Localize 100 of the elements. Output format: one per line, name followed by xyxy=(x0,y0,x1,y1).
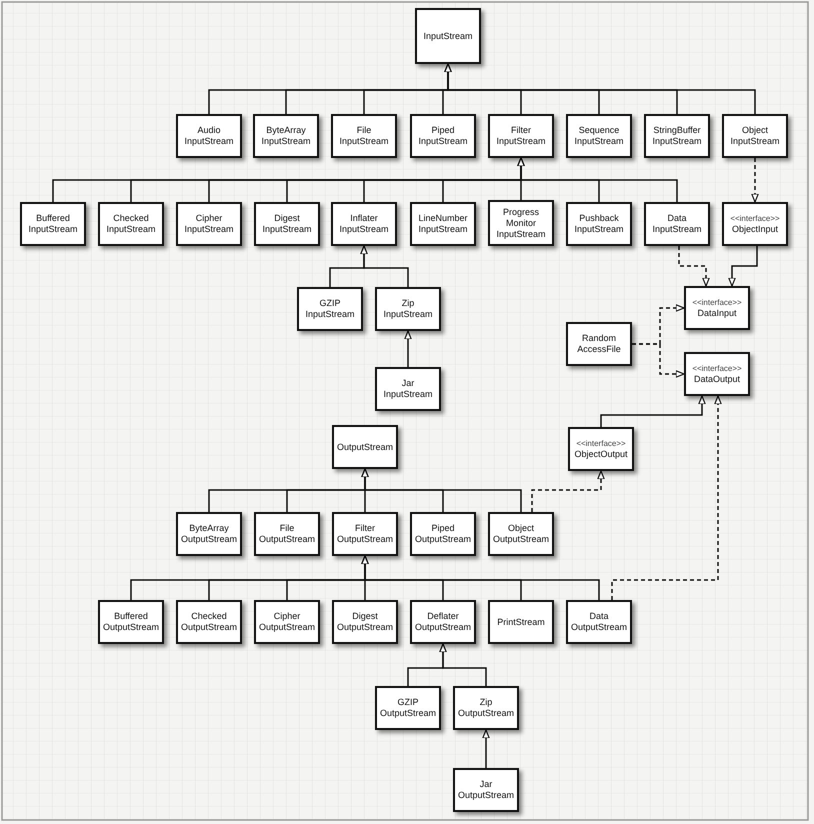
arrow xyxy=(360,245,409,287)
interface-box xyxy=(722,202,788,246)
class-box xyxy=(566,202,632,246)
class-box xyxy=(566,600,632,644)
class-name: File OutputStream xyxy=(258,523,316,545)
class-box xyxy=(98,202,164,246)
class-box xyxy=(410,114,476,158)
class-box xyxy=(375,686,441,730)
stereotype-label: <<interface>> xyxy=(730,214,780,224)
class-name: Object OutputStream xyxy=(492,523,550,545)
class-name: Jar InputStream xyxy=(382,378,434,400)
class-name: StringBuffer InputStream xyxy=(651,125,703,147)
class-box xyxy=(488,114,554,158)
class-name: InputStream xyxy=(423,30,473,42)
interface-box xyxy=(684,352,750,396)
arrow xyxy=(482,729,490,768)
class-name: Digest InputStream xyxy=(261,213,313,235)
arrow xyxy=(517,157,678,202)
class-box xyxy=(254,600,320,644)
arrow xyxy=(361,555,600,600)
class-name: File InputStream xyxy=(338,125,390,147)
class-name: Cipher InputStream xyxy=(183,213,235,235)
class-name: GZIP InputStream xyxy=(304,298,356,320)
class-box xyxy=(453,768,519,812)
dashed-arrow xyxy=(751,158,759,203)
class-box xyxy=(254,202,320,246)
class-box xyxy=(331,114,397,158)
class-name: Piped OutputStream xyxy=(414,523,472,545)
interface-box xyxy=(568,427,634,471)
class-box xyxy=(566,114,632,158)
interface-box xyxy=(684,286,750,330)
class-name: LineNumber InputStream xyxy=(417,213,469,235)
class-box xyxy=(410,600,476,644)
arrow xyxy=(600,395,706,427)
class-box xyxy=(176,202,242,246)
class-name: ObjectOutput xyxy=(574,448,628,460)
arrow xyxy=(439,643,487,686)
class-name: Zip OutputStream xyxy=(457,697,515,719)
class-name: DataOutput xyxy=(694,374,740,384)
class-name: Cipher OutputStream xyxy=(258,611,316,633)
class-box xyxy=(644,114,710,158)
class-name: Filter InputStream xyxy=(495,125,547,147)
class-box xyxy=(488,600,554,644)
class-box xyxy=(253,114,319,158)
dashed-arrow xyxy=(611,395,722,600)
dashed-arrow xyxy=(632,343,685,378)
class-box xyxy=(566,322,632,366)
class-box xyxy=(375,287,441,331)
class-name: GZIP OutputStream xyxy=(379,697,437,719)
class-name: Progress Monitor InputStream xyxy=(495,206,547,240)
class-name: Checked OutputStream xyxy=(180,611,238,633)
class-box xyxy=(453,686,519,730)
arrow xyxy=(728,246,758,287)
class-name: Pushback InputStream xyxy=(573,213,625,235)
arrow xyxy=(404,330,412,367)
stereotype-label: <<interface>> xyxy=(692,364,742,374)
class-name: ByteArray OutputStream xyxy=(180,523,238,545)
class-name: ObjectInput xyxy=(732,224,778,234)
arrow xyxy=(361,468,522,512)
class-name: Inflater InputStream xyxy=(338,213,390,235)
class-box xyxy=(20,202,86,246)
class-name: Audio InputStream xyxy=(183,125,235,147)
class-box xyxy=(176,600,242,644)
class-box xyxy=(297,287,363,331)
class-name: PrintStream xyxy=(497,616,545,628)
class-name: Filter OutputStream xyxy=(336,523,394,545)
class-box xyxy=(488,512,554,556)
class-box xyxy=(176,512,242,556)
class-box xyxy=(375,367,441,411)
class-name: Data InputStream xyxy=(651,213,703,235)
class-box xyxy=(331,202,397,246)
class-name: Buffered OutputStream xyxy=(102,611,160,633)
class-name: ByteArray InputStream xyxy=(260,125,312,147)
class-box xyxy=(644,202,710,246)
class-name: OutputStream xyxy=(336,442,394,452)
class-box xyxy=(98,600,164,644)
class-name: Random AccessFile xyxy=(576,333,622,355)
class-name: Checked InputStream xyxy=(105,213,157,235)
dashed-arrow xyxy=(678,246,710,287)
arrow xyxy=(444,63,756,114)
class-name: DataInput xyxy=(697,308,737,318)
class-box xyxy=(415,8,481,64)
class-box xyxy=(410,202,476,246)
class-box xyxy=(332,600,398,644)
class-box xyxy=(254,512,320,556)
stereotype-label: <<interface>> xyxy=(692,298,742,308)
class-name: Sequence InputStream xyxy=(573,125,625,147)
class-name: Buffered InputStream xyxy=(27,213,79,235)
class-box xyxy=(332,512,398,556)
class-box xyxy=(176,114,242,158)
class-box xyxy=(488,200,554,246)
class-box xyxy=(332,425,398,469)
class-name: Jar OutputStream xyxy=(457,779,515,801)
class-box xyxy=(410,512,476,556)
class-box xyxy=(722,114,788,158)
class-name: Piped InputStream xyxy=(417,125,469,147)
dashed-arrow xyxy=(531,470,605,512)
class-name: Deflater OutputStream xyxy=(414,611,472,633)
class-name: Digest OutputStream xyxy=(336,611,394,633)
class-name: Data OutputStream xyxy=(570,611,628,633)
